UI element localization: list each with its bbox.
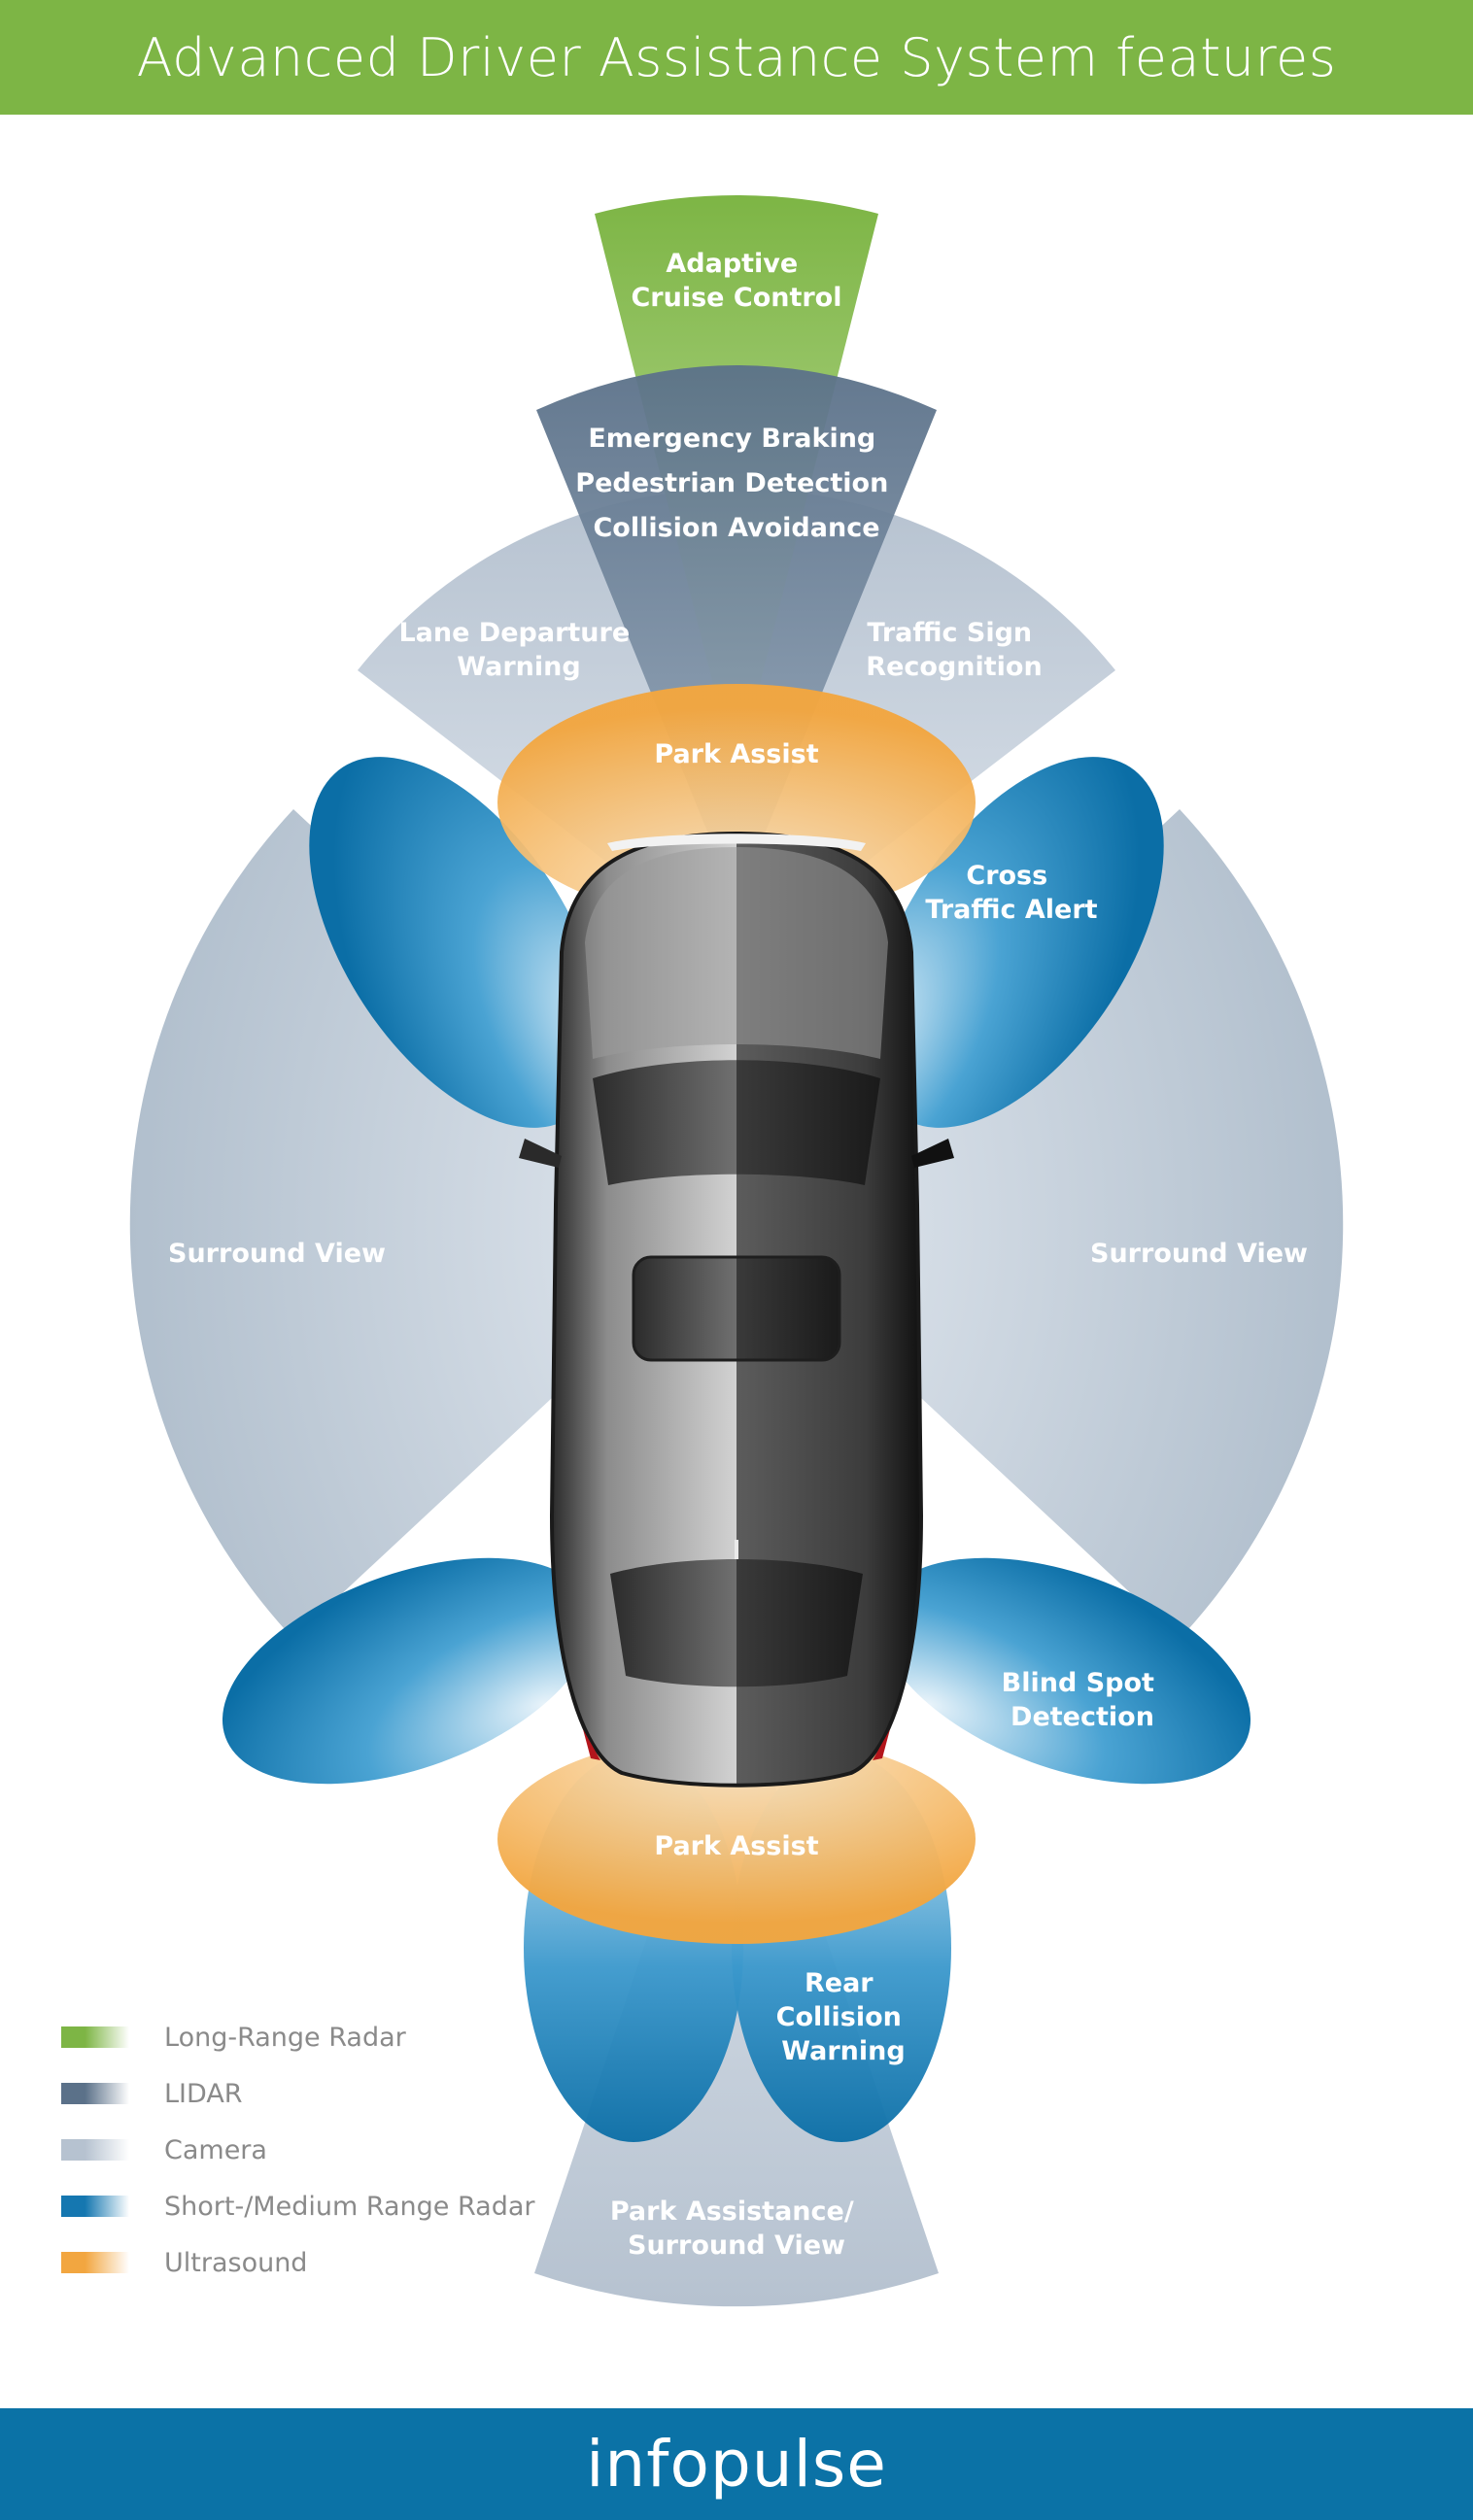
label-line: Lane Departure bbox=[398, 618, 630, 648]
label-surround-view-left: Surround View bbox=[168, 1239, 386, 1269]
page-title: Advanced Driver Assistance System featur… bbox=[136, 26, 1337, 88]
label-lidar-features: Emergency Braking Pedestrian Detection C… bbox=[575, 424, 897, 543]
label-line: Collision bbox=[776, 2002, 902, 2032]
label-line: Detection bbox=[1011, 1702, 1154, 1732]
label-line: Park Assist bbox=[654, 1831, 818, 1861]
header-banner: Advanced Driver Assistance System featur… bbox=[0, 0, 1473, 115]
blind-spot-right-zone bbox=[878, 1557, 1251, 1785]
label-rear-collision-warning: Rear Collision Warning bbox=[776, 1968, 911, 2066]
legend-item-camera: Camera bbox=[61, 2122, 535, 2178]
label-line: Adaptive bbox=[666, 249, 798, 279]
legend-label: Ultrasound bbox=[164, 2247, 308, 2278]
legend-label: Camera bbox=[164, 2134, 267, 2165]
label-line: Recognition bbox=[866, 652, 1042, 682]
label-park-assist-rear: Park Assist bbox=[654, 1831, 818, 1861]
label-park-assist-front: Park Assist bbox=[654, 739, 818, 769]
legend-item-short-medium-range-radar: Short-/Medium Range Radar bbox=[61, 2178, 535, 2234]
camera-swatch-icon bbox=[61, 2139, 129, 2161]
label-line: Cross bbox=[966, 861, 1047, 891]
infopulse-logo: infopulse bbox=[586, 2427, 887, 2502]
cross-traffic-right-zone bbox=[869, 757, 1164, 1128]
surround-view-right-zone bbox=[735, 809, 1344, 1639]
label-blind-spot-detection: Blind Spot Detection bbox=[1002, 1668, 1164, 1732]
adas-diagram: Adaptive Cruise Control Emergency Brakin… bbox=[129, 195, 1344, 2307]
legend-item-lidar: LIDAR bbox=[61, 2065, 535, 2122]
label-line: Park Assistance/ bbox=[610, 2196, 854, 2227]
legend-label: LIDAR bbox=[164, 2078, 243, 2109]
label-line: Warning bbox=[781, 2036, 905, 2066]
legend-item-ultrasound: Ultrasound bbox=[61, 2234, 535, 2291]
legend-label: Long-Range Radar bbox=[164, 2022, 406, 2053]
label-cross-traffic-alert: Cross Traffic Alert bbox=[925, 861, 1097, 925]
legend-label: Short-/Medium Range Radar bbox=[164, 2191, 535, 2222]
short-medium-range-radar-swatch-icon bbox=[61, 2196, 129, 2217]
park-assist-rear-zone bbox=[497, 1734, 976, 1944]
ultrasound-swatch-icon bbox=[61, 2252, 129, 2273]
legend: Long-Range Radar LIDAR Camera Short-/Med… bbox=[61, 2009, 535, 2291]
label-line: Surround View bbox=[168, 1239, 386, 1269]
label-line: Park Assist bbox=[654, 739, 818, 769]
label-line: Blind Spot bbox=[1002, 1668, 1154, 1698]
footer-banner: infopulse bbox=[0, 2408, 1473, 2520]
long-range-radar-swatch-icon bbox=[61, 2026, 129, 2048]
label-traffic-sign-recognition: Traffic Sign Recognition bbox=[866, 618, 1042, 682]
lidar-swatch-icon bbox=[61, 2083, 129, 2104]
legend-item-long-range-radar: Long-Range Radar bbox=[61, 2009, 535, 2065]
label-lane-departure-warning: Lane Departure Warning bbox=[398, 618, 638, 682]
cross-traffic-left-zone bbox=[309, 757, 604, 1128]
label-line: Emergency Braking bbox=[588, 424, 875, 454]
label-line: Rear bbox=[805, 1968, 874, 1998]
label-line: Traffic Alert bbox=[925, 895, 1097, 925]
label-line: Warning bbox=[457, 652, 580, 682]
label-line: Pedestrian Detection bbox=[575, 468, 888, 498]
car-top-view bbox=[519, 831, 954, 1788]
surround-view-left-zone bbox=[129, 809, 738, 1639]
label-line: Cruise Control bbox=[631, 283, 841, 313]
label-line: Surround View bbox=[1090, 1239, 1308, 1269]
label-surround-view-right: Surround View bbox=[1090, 1239, 1308, 1269]
label-line: Surround View bbox=[628, 2231, 845, 2261]
label-adaptive-cruise-control: Adaptive Cruise Control bbox=[631, 249, 841, 313]
lidar-zone bbox=[536, 365, 937, 903]
label-line: Collision Avoidance bbox=[593, 513, 879, 543]
label-park-assistance-surround-view: Park Assistance/ Surround View bbox=[610, 2196, 863, 2261]
label-line: Traffic Sign bbox=[867, 618, 1032, 648]
blind-spot-left-zone bbox=[222, 1557, 595, 1785]
